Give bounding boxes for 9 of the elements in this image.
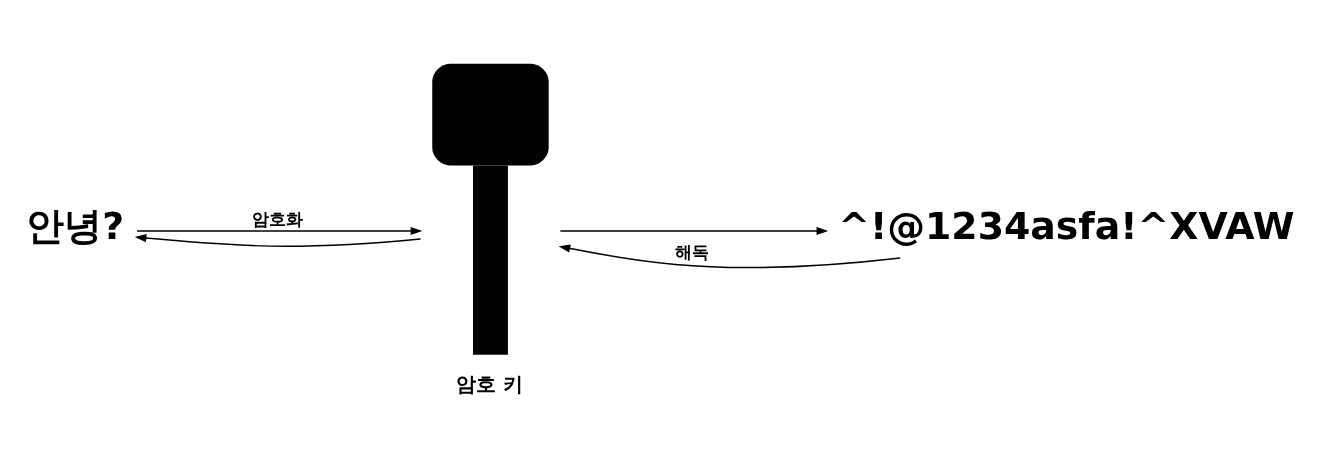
edge-label: 해독: [675, 242, 710, 263]
edge-label: 암호화: [251, 208, 303, 229]
arrow: [136, 226, 423, 236]
node-label: 암호 키: [455, 372, 523, 397]
arrow: [134, 234, 422, 247]
node-text: ^!@1234asfa!^XVAW: [838, 203, 1295, 248]
node-text: 안녕?: [26, 203, 125, 248]
arrow: [558, 244, 901, 269]
arrow: [559, 226, 829, 236]
